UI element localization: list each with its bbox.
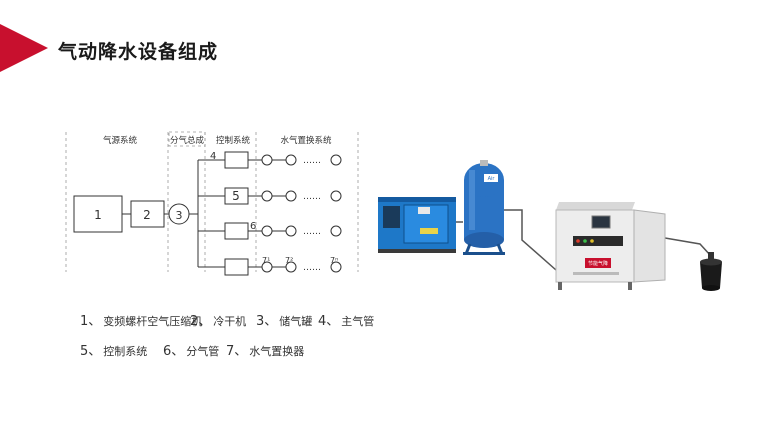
exchanger-node [285,190,297,202]
label-2: 2 [143,208,151,222]
box-compressor [73,195,123,233]
page-title: 气动降水设备组成 [58,41,219,63]
label-5: 5 [232,189,240,203]
ellipsis: …… [303,227,321,237]
exchanger-node [285,261,297,273]
title-arrow-icon [0,24,48,72]
air-tank: Air [463,160,505,255]
water-air-exchanger [700,252,722,291]
section-label-air-source: 气源系统 [103,135,138,146]
exchanger-node [330,190,342,202]
ellipsis: …… [303,263,321,273]
ellipsis: …… [303,192,321,202]
legend-item-7: 7、水气置换器 [226,344,305,359]
legend-item-6: 6、分气管 [163,344,220,359]
exchanger-node [261,261,273,273]
hose [664,237,712,257]
box-dryer [130,200,165,228]
exchanger-node [330,154,342,166]
exchanger-node [261,225,273,237]
section-label-water-air: 水气置换系统 [280,135,332,146]
air-compressor [378,197,456,253]
callout-4: 4 [210,151,216,162]
section-frame [168,131,206,147]
legend-item-3: 3、储气罐 [256,314,313,329]
legend-item-5: 5、控制系统 [80,344,148,359]
section-label-control: 控制系统 [216,135,251,146]
exchanger-node [330,225,342,237]
legend-item-2: 2、冷干机 [190,314,247,329]
exchanger-node [285,154,297,166]
callout-7-1: 7¹ [262,256,270,265]
callout-7-2: 7² [285,256,293,265]
section-label-air-distribution: 分气总成 [170,135,205,146]
exchanger-node [261,154,273,166]
exchanger-node [330,261,342,273]
label-3: 3 [176,209,183,222]
label-1: 1 [94,208,102,222]
tank-badge: Air [488,176,496,182]
ellipsis: …… [303,156,321,166]
exchanger-node [285,225,297,237]
exchanger-node [261,190,273,202]
callout-7-n: 7ⁿ [330,256,338,265]
control-cabinet: 节能气降 [555,202,666,290]
cabinet-badge: 节能气降 [588,260,608,267]
hose [504,209,557,271]
callout-6: 6 [250,221,256,232]
legend-item-1: 1、变频螺杆空气压缩机 [80,314,203,329]
legend-item-4: 4、主气管 [318,314,375,329]
